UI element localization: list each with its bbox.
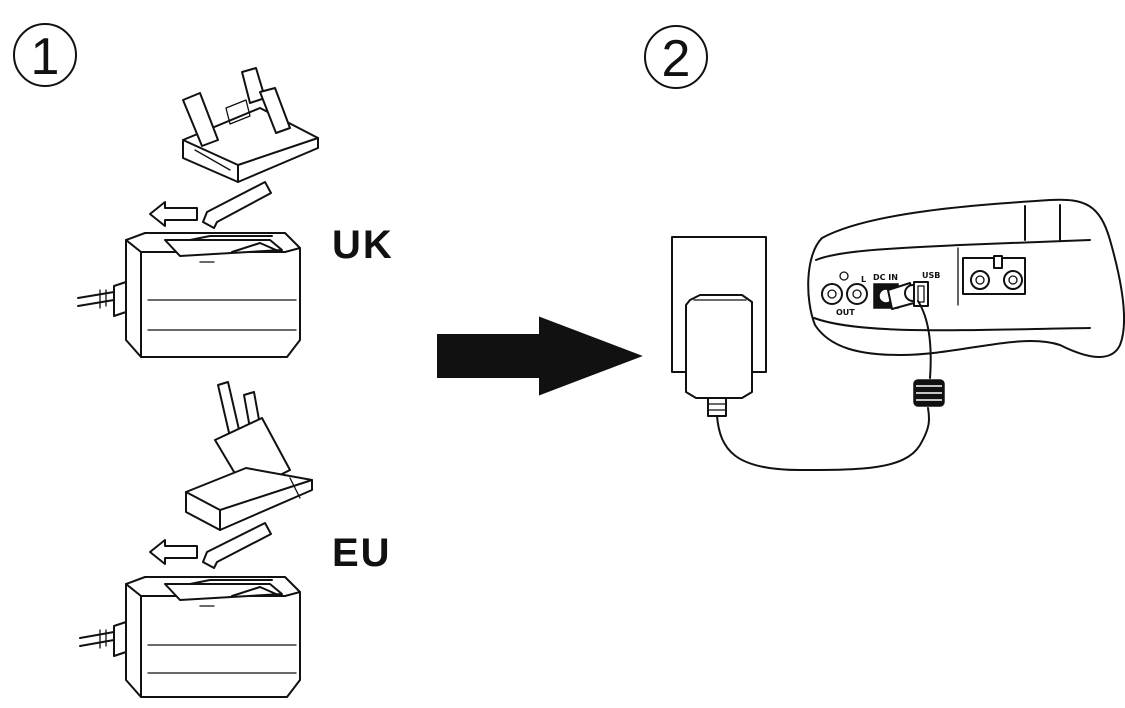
step-2-number: 2 xyxy=(662,30,691,88)
usb-label: USB xyxy=(922,271,940,280)
dc-in-label: DC IN xyxy=(873,273,898,282)
eu-label: EU xyxy=(332,531,392,575)
step-1-number: 1 xyxy=(31,28,60,86)
plugged-power-adapter-icon xyxy=(685,294,930,471)
l-label: L xyxy=(861,275,866,284)
uk-label: UK xyxy=(332,223,394,267)
out-label: OUT xyxy=(836,308,855,317)
uk-plug-adapter-icon xyxy=(182,67,319,183)
eu-power-adapter-icon xyxy=(79,576,301,698)
ferrite-bead-icon xyxy=(913,379,945,407)
eu-left-arrow-icon xyxy=(149,539,198,565)
eu-insert-arrow-icon xyxy=(202,522,272,569)
eu-plug-adapter-icon xyxy=(185,381,313,531)
direction-arrow-icon xyxy=(437,316,643,396)
step-2-marker: 2 xyxy=(644,25,708,89)
step-1-marker: 1 xyxy=(13,23,77,87)
uk-insert-arrow-icon xyxy=(202,181,272,229)
uk-power-adapter-icon xyxy=(77,232,301,358)
device-rear-panel-icon: L OUT DC IN USB xyxy=(807,198,1125,379)
uk-left-arrow-icon xyxy=(149,201,198,227)
